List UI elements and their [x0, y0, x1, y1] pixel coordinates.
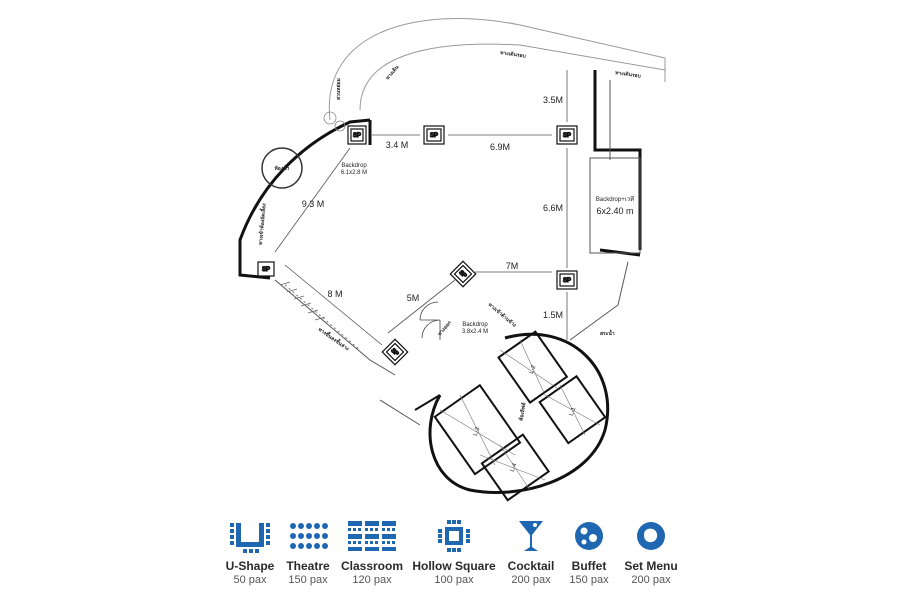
- doors: [419, 301, 441, 340]
- svg-text:SP: SP: [563, 278, 571, 284]
- svg-text:SP: SP: [563, 133, 571, 139]
- room-label-l3: L-3: [473, 426, 482, 437]
- pillar-top-right: SP: [556, 125, 578, 145]
- svg-text:6x2.40 m: 6x2.40 m: [596, 206, 633, 216]
- svg-text:SP: SP: [457, 270, 467, 280]
- dim-1-5: 1.5M: [543, 310, 563, 320]
- backdrop-top: Backdrop 6.1x2.8 M: [341, 163, 368, 176]
- pillar-mid-right: SP: [556, 270, 578, 290]
- cocktail-icon: [476, 515, 586, 557]
- u-shape-icon: [195, 515, 305, 557]
- svg-text:ทางเดินรอบ: ทางเดินรอบ: [500, 49, 527, 60]
- svg-text:ทางเดิน: ทางเดิน: [384, 63, 401, 81]
- hollow-square-icon: [399, 515, 509, 557]
- svg-text:Backdrop: Backdrop: [341, 163, 367, 169]
- svg-text:Backdrop: Backdrop: [462, 322, 488, 328]
- room-label-l2: L-2: [529, 364, 538, 375]
- legend-pax: 200 pax: [631, 574, 671, 586]
- legend-pax: 200 pax: [511, 574, 551, 586]
- setup-legend: U-Shape 50 pax Theatre 150 pax: [0, 515, 900, 600]
- pillar-lower: SP: [381, 338, 409, 366]
- legend-pax: 150 pax: [569, 574, 609, 586]
- dim-3-4: 3.4 M: [386, 140, 409, 150]
- theatre-icon: [253, 515, 363, 557]
- dimension-lines: [274, 70, 568, 346]
- backdrop-right: Backdrop+เวที 6x2.40 m: [596, 195, 634, 216]
- svg-text:ทางเดินรอบ: ทางเดินรอบ: [615, 69, 642, 80]
- dim-9-3: 9.3 M: [302, 199, 325, 209]
- inner-walls: [274, 80, 641, 426]
- room-label-l4: L-4: [510, 462, 519, 473]
- legend-item-theatre: Theatre 150 pax: [253, 515, 363, 586]
- legend-item-classroom: Classroom 120 pax: [317, 515, 427, 586]
- svg-text:6.1x2.8 M: 6.1x2.8 M: [341, 170, 367, 176]
- legend-item-set-menu: Set Menu 200 pax: [596, 515, 706, 586]
- legend-item-u-shape: U-Shape 50 pax: [195, 515, 305, 586]
- floor-plan: ห้องน้ำ L-2 L-1 L-3 L-4 ห้องลิฟต์: [238, 18, 666, 502]
- legend-item-buffet: Buffet 150 pax: [534, 515, 644, 586]
- dim-3-5: 3.5M: [543, 95, 563, 105]
- circular-room: L-2 L-1 L-3 L-4 ห้องลิฟต์: [414, 330, 610, 502]
- svg-text:SP: SP: [389, 348, 399, 358]
- buffet-icon: [534, 515, 644, 557]
- dim-6-9: 6.9M: [490, 142, 510, 152]
- curved-corridor: [328, 18, 666, 121]
- legend-pax: 50 pax: [233, 574, 267, 586]
- garden-shrubs: [323, 111, 346, 132]
- toilet-room: ห้องน้ำ: [261, 147, 303, 189]
- svg-text:ทางเข้าห้องจัดเลี้ยง: ทางเข้าห้องจัดเลี้ยง: [255, 202, 268, 245]
- room-walls: [238, 70, 642, 280]
- legend-name: Cocktail: [507, 559, 555, 573]
- svg-text:SP: SP: [430, 133, 438, 139]
- legend-item-hollow-square: Hollow Square 100 pax: [399, 515, 509, 586]
- room-label-l1: L-1: [569, 406, 578, 417]
- set-menu-icon: [596, 515, 706, 557]
- pillar-top-mid: SP: [423, 125, 445, 145]
- svg-text:SP: SP: [353, 133, 361, 139]
- svg-text:ทางเข้าด้านข้าง: ทางเข้าด้านข้าง: [487, 301, 518, 329]
- dimension-labels: 3.4 M 6.9M 3.5M 9.3 M 6.6M 7M 8 M 5M 1.5…: [302, 95, 563, 320]
- dim-8: 8 M: [327, 289, 342, 299]
- dim-7: 7M: [506, 261, 519, 271]
- dim-5: 5M: [407, 293, 420, 303]
- legend-pax: 120 pax: [352, 574, 392, 586]
- dim-6-6: 6.6M: [543, 203, 563, 213]
- svg-text:Backdrop+เวที: Backdrop+เวที: [596, 195, 634, 203]
- svg-text:ห้องน้ำ: ห้องน้ำ: [275, 163, 290, 172]
- svg-text:สวนหย่อม: สวนหย่อม: [335, 78, 342, 100]
- legend-name: Theatre: [286, 559, 330, 573]
- legend-item-cocktail: Cocktail 200 pax: [476, 515, 586, 586]
- backdrop-mid: Backdrop 3.8x2.4 M: [462, 322, 489, 335]
- legend-name: Set Menu: [624, 559, 678, 573]
- pillars: SP SP SP SP SP SP SP: [257, 125, 578, 366]
- legend-pax: 100 pax: [434, 574, 474, 586]
- legend-name: Hollow Square: [412, 559, 496, 573]
- svg-text:3.8x2.4 M: 3.8x2.4 M: [462, 329, 488, 335]
- legend-name: U-Shape: [225, 559, 275, 573]
- legend-pax: 150 pax: [288, 574, 328, 586]
- svg-text:ทางออก: ทางออก: [437, 320, 453, 337]
- legend-name: Classroom: [340, 559, 404, 573]
- staircase: [279, 281, 326, 321]
- pillar-center: SP: [449, 260, 477, 288]
- pillar-left: SP: [257, 261, 275, 277]
- svg-text:SP: SP: [262, 267, 270, 273]
- svg-text:ห้องลิฟต์: ห้องลิฟต์: [517, 402, 527, 422]
- legend-name: Buffet: [571, 559, 607, 573]
- pillar-top-left: SP: [347, 125, 367, 145]
- svg-text:สระน้ำ: สระน้ำ: [600, 328, 615, 337]
- classroom-icon: [317, 515, 427, 557]
